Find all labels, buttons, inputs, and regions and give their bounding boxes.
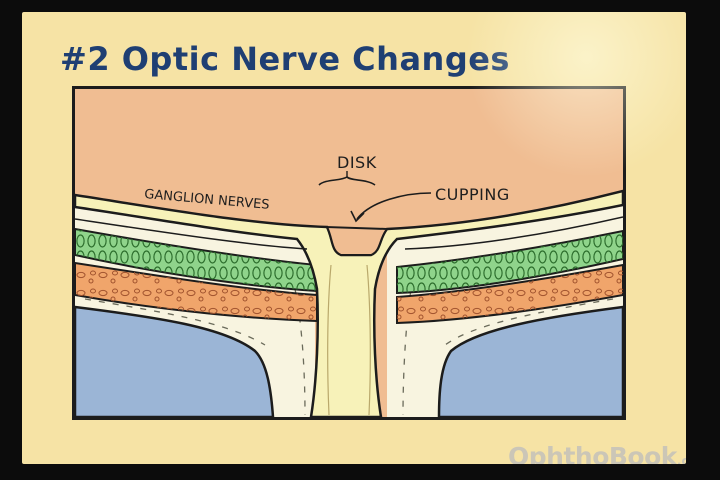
- cupping-label: CUPPING: [435, 185, 510, 204]
- orbit-fat-right: [437, 305, 623, 417]
- disk-label: DISK: [337, 153, 377, 172]
- slide: #2 Optic Nerve Changes: [22, 12, 686, 464]
- optic-cup: [325, 225, 390, 256]
- optic-nerve-diagram: DISK CUPPING GANGLION NERVES: [72, 86, 626, 420]
- brand-name: OphthoBook: [508, 442, 677, 464]
- orbit-fat-left: [75, 305, 275, 417]
- optic-nerve-illustration: [75, 171, 623, 417]
- brand-suffix: .com: [676, 454, 686, 464]
- disk-brace: [318, 175, 376, 186]
- cupping-arrow: [356, 192, 432, 220]
- ophthobook-watermark: OphthoBook.com: [508, 442, 686, 464]
- slide-title: #2 Optic Nerve Changes: [60, 40, 510, 78]
